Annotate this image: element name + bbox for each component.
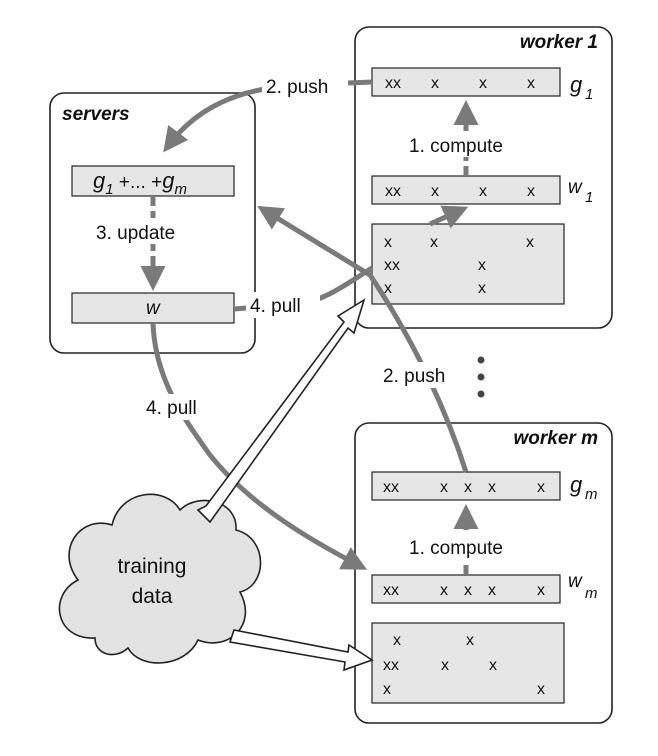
label-bg bbox=[92, 218, 204, 244]
pull-label-2: 4. pull bbox=[146, 398, 197, 419]
worker-m-data-block bbox=[371, 622, 565, 704]
cell: x bbox=[479, 75, 487, 92]
sum-gm-sub: m bbox=[174, 181, 187, 198]
servers-title: servers bbox=[62, 104, 130, 125]
servers-panel: servers g1 +... +gm w 3. update bbox=[49, 92, 256, 354]
cell: x bbox=[479, 183, 487, 200]
sum-g1: g bbox=[93, 168, 106, 193]
cell: x bbox=[441, 657, 449, 674]
cell: xx bbox=[385, 75, 401, 92]
label-bg bbox=[262, 73, 348, 99]
label-bg bbox=[406, 131, 530, 157]
cloud-line-2: data bbox=[132, 585, 173, 608]
data-arrow-worker-1 bbox=[196, 298, 366, 524]
compute-label-1: 1. compute bbox=[409, 136, 503, 157]
cell: x bbox=[526, 234, 534, 251]
cell: x bbox=[537, 479, 545, 496]
cell: x bbox=[431, 75, 439, 92]
sum-g1-sub: 1 bbox=[105, 181, 113, 198]
g1-symbol: g bbox=[570, 72, 583, 97]
wm-subscript: m bbox=[585, 585, 598, 602]
data-to-weights-arrow bbox=[428, 205, 469, 229]
label-bg bbox=[140, 394, 226, 420]
cell: xx bbox=[384, 257, 400, 274]
pull-arrow-worker-m bbox=[150, 322, 368, 570]
cell: x bbox=[440, 582, 448, 599]
worker-m-panel: worker m xx x x x x g m xx x x x x w m x… bbox=[354, 422, 613, 724]
cell: x bbox=[383, 681, 391, 698]
worker-1-data-block bbox=[371, 223, 565, 305]
cell: xx bbox=[383, 582, 399, 599]
w1-subscript: 1 bbox=[585, 189, 593, 206]
gm-subscript: m bbox=[585, 486, 598, 503]
push-arrow-worker-m bbox=[257, 205, 469, 473]
cell: xx bbox=[385, 183, 401, 200]
push-label-1: 2. push bbox=[266, 77, 328, 98]
cell: x bbox=[430, 234, 438, 251]
cell: x bbox=[464, 479, 472, 496]
cell: x bbox=[527, 183, 535, 200]
sum-gm: g bbox=[162, 168, 175, 193]
cell: x bbox=[384, 234, 392, 251]
cell: x bbox=[488, 479, 496, 496]
cell: x bbox=[488, 582, 496, 599]
label-bg bbox=[406, 534, 530, 560]
cell: xx bbox=[383, 479, 399, 496]
cell: x bbox=[478, 280, 486, 297]
gradient-sum-expression: g1 +... +gm bbox=[93, 168, 187, 198]
cell: x bbox=[489, 657, 497, 674]
cloud-line-1: training bbox=[118, 555, 187, 578]
worker-m-weight-vector bbox=[371, 574, 561, 604]
worker-1-panel: worker 1 xx x x x g 1 xx x x x w 1 x x x… bbox=[354, 26, 613, 329]
gradient-sum-box bbox=[71, 165, 235, 197]
cell: x bbox=[384, 280, 392, 297]
cell: x bbox=[537, 582, 545, 599]
label-bg bbox=[246, 292, 320, 318]
push-label-2: 2. push bbox=[383, 366, 445, 387]
cell: x bbox=[431, 183, 439, 200]
cell: x bbox=[478, 257, 486, 274]
worker-m-title: worker m bbox=[514, 428, 599, 449]
more-workers-ellipsis bbox=[477, 356, 485, 398]
g1-subscript: 1 bbox=[585, 86, 593, 103]
wm-symbol: w bbox=[568, 571, 583, 592]
cell: x bbox=[393, 632, 401, 649]
server-w-label: w bbox=[146, 298, 161, 319]
cell: x bbox=[464, 582, 472, 599]
cell: x bbox=[440, 479, 448, 496]
cell: x bbox=[527, 75, 535, 92]
pull-label-1: 4. pull bbox=[250, 296, 301, 317]
w1-symbol: w bbox=[568, 177, 583, 198]
training-data-cloud: training data bbox=[58, 493, 262, 664]
worker-1-gradient-vector bbox=[371, 67, 561, 97]
cell: x bbox=[537, 681, 545, 698]
data-arrow-worker-m bbox=[228, 629, 374, 672]
gm-symbol: g bbox=[570, 472, 583, 497]
worker-1-title: worker 1 bbox=[520, 32, 598, 53]
sum-mid: +... + bbox=[114, 172, 163, 193]
server-weight-box bbox=[71, 292, 235, 324]
cell: xx bbox=[383, 657, 399, 674]
cell: x bbox=[466, 632, 474, 649]
update-label: 3. update bbox=[96, 223, 175, 244]
label-bg bbox=[379, 362, 465, 388]
compute-label-m: 1. compute bbox=[409, 538, 503, 559]
